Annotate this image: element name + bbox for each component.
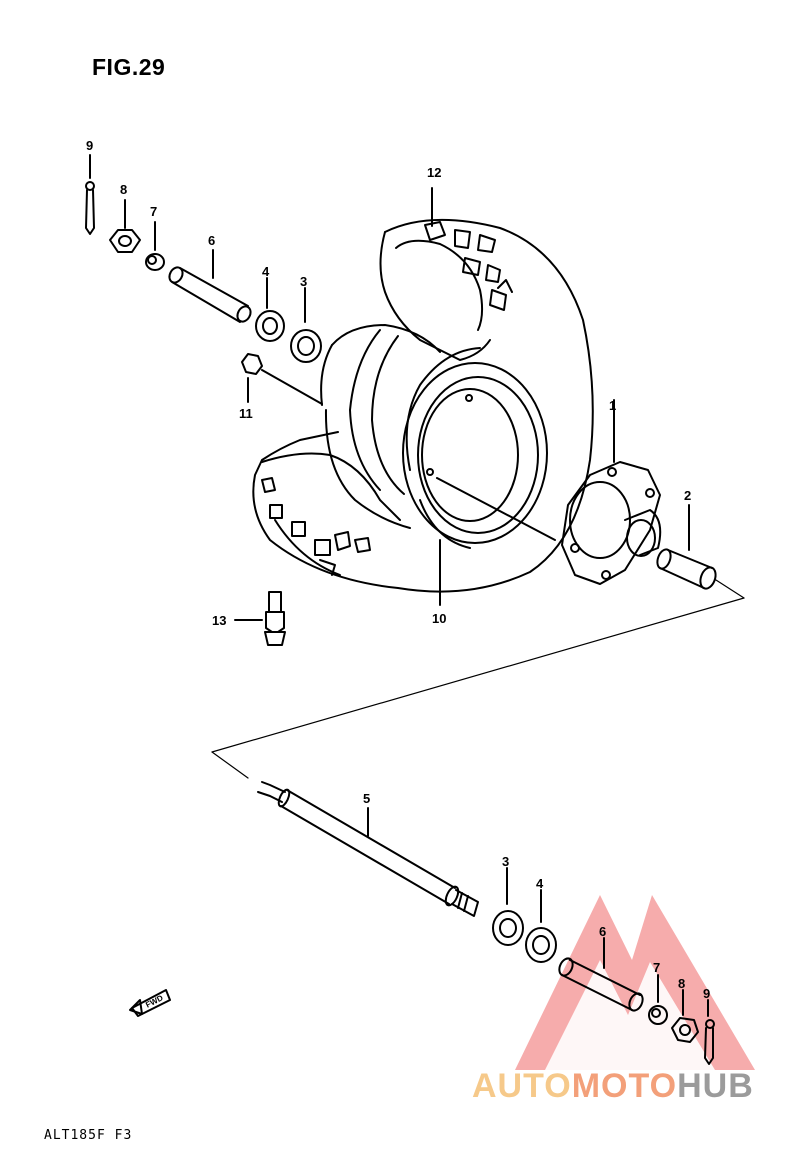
callout-3-bottom: 3: [502, 854, 509, 869]
assembly-link-line: [211, 579, 745, 779]
part-9-cotter-pin-bottom: [704, 999, 715, 1065]
callout-9-bottom: 9: [703, 986, 710, 1001]
part-7-collar-bottom: [648, 974, 668, 1025]
callout-7-top: 7: [150, 204, 157, 219]
brand-part-auto: AUTO: [472, 1067, 572, 1105]
callout-11: 11: [239, 406, 253, 421]
callout-5: 5: [363, 791, 370, 806]
callout-8-bottom: 8: [678, 976, 685, 991]
callout-2: 2: [684, 488, 691, 503]
part-2-collar: [656, 504, 717, 590]
part-1-hub: [561, 399, 662, 585]
figure-title: FIG.29: [92, 54, 166, 80]
part-8-castle-nut-bottom: [671, 989, 699, 1043]
part-13-valve: [234, 591, 286, 646]
callout-labels: 9 8 7 6 4 3 12 11 1 2 10 13 5 3 4 6 7 8 …: [86, 138, 710, 1001]
part-6-spacer-bottom: [558, 937, 644, 1012]
callout-6-bottom: 6: [599, 924, 606, 939]
part-12-tire: [252, 187, 594, 593]
part-10-rim: [349, 329, 556, 606]
part-11-nut: [241, 353, 323, 405]
callout-9-top: 9: [86, 138, 93, 153]
callout-3-top: 3: [300, 274, 307, 289]
part-7-collar-top: [145, 221, 165, 271]
part-4-seal-top: [255, 277, 285, 342]
part-8-castle-nut-top: [109, 199, 141, 253]
part-4-seal-bottom: [525, 889, 557, 963]
watermark-logo: [515, 895, 755, 1070]
watermark-brand-text: AUTOMOTOHUB: [472, 1068, 754, 1104]
callout-4-bottom: 4: [536, 876, 544, 891]
callout-13: 13: [212, 613, 226, 628]
part-9-cotter-pin-top: [85, 154, 95, 235]
callout-4-top: 4: [262, 264, 270, 279]
brand-part-hub: HUB: [677, 1067, 754, 1105]
callout-1: 1: [609, 398, 616, 413]
callout-12: 12: [427, 165, 441, 180]
callout-6-top: 6: [208, 233, 215, 248]
part-3-bearing-bottom: [492, 867, 524, 946]
part-6-spacer-top: [168, 249, 252, 323]
callout-10: 10: [432, 611, 446, 626]
callout-8-top: 8: [120, 182, 127, 197]
model-code: ALT185F F3: [44, 1128, 133, 1143]
part-5-axle: [257, 781, 479, 917]
brand-part-moto: MOTO: [571, 1067, 678, 1105]
part-3-bearing-top: [290, 287, 322, 363]
callout-7-bottom: 7: [653, 960, 660, 975]
forward-direction-arrow: [129, 989, 171, 1017]
